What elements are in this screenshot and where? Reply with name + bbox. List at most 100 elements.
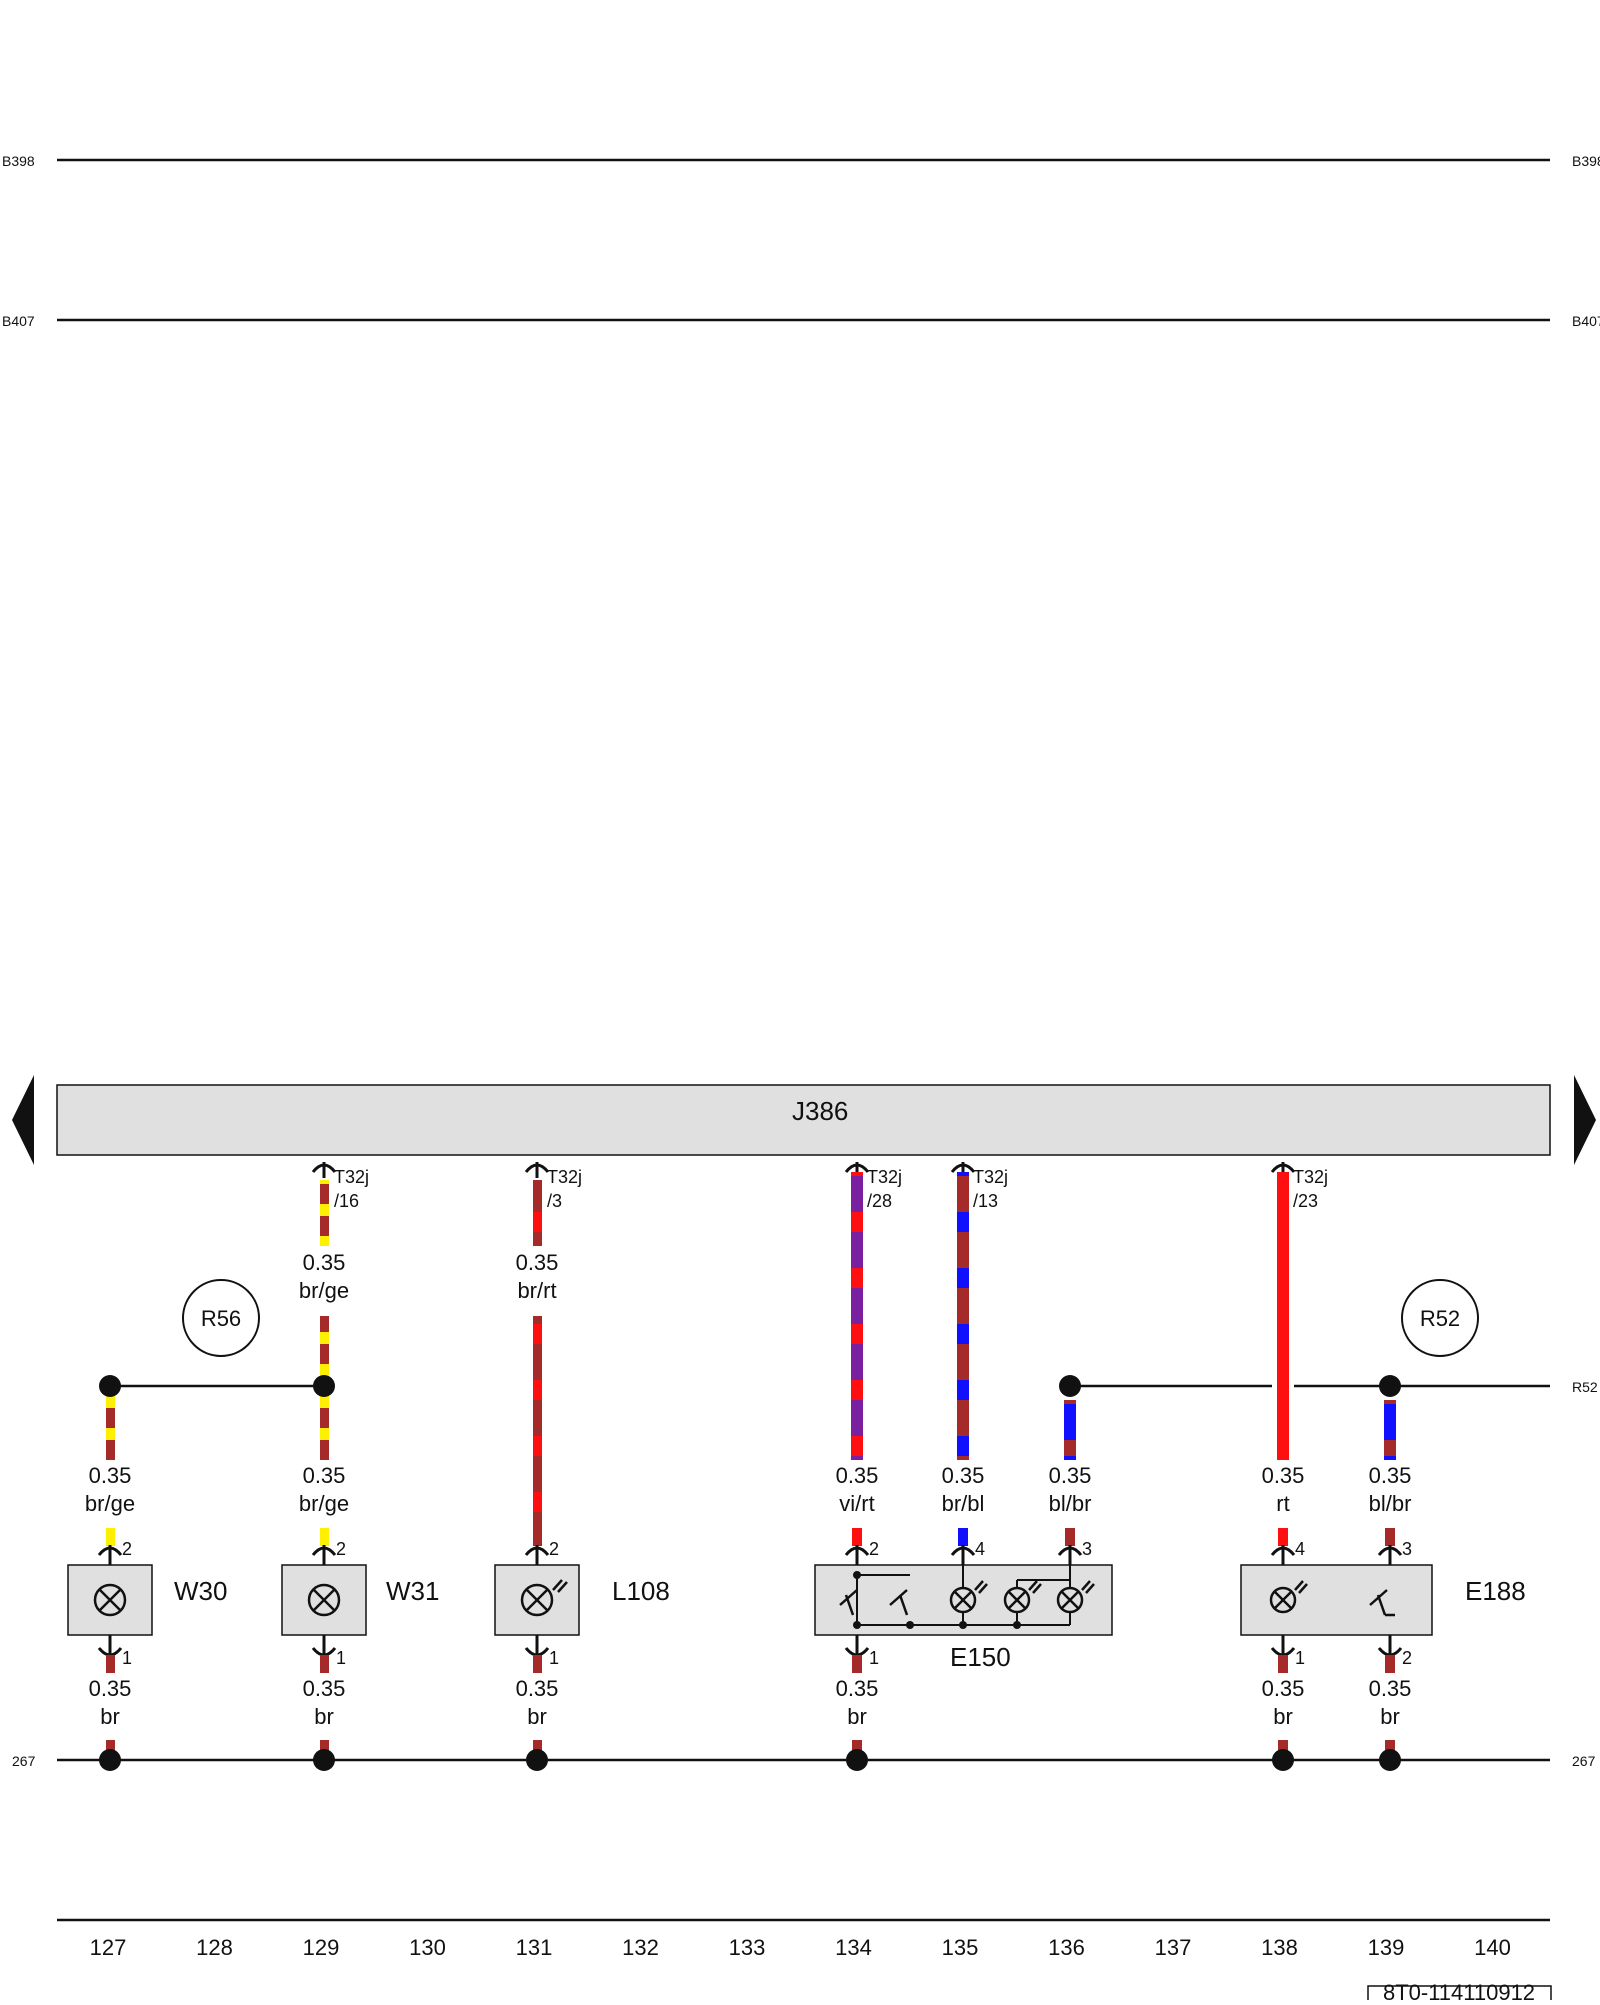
column-number: 127	[90, 1935, 127, 1960]
wire-label-color: br/rt	[517, 1278, 556, 1303]
connector-t16-pin: /16	[334, 1191, 359, 1211]
connector-t13-name: T32j	[973, 1167, 1008, 1187]
wire-136-stub[interactable]	[1065, 1528, 1075, 1546]
wire-131-lower[interactable]	[533, 1316, 542, 1546]
column-number: 131	[516, 1935, 553, 1960]
bus-b407-right-label: B407	[1572, 313, 1600, 329]
pin-number: 1	[1295, 1648, 1305, 1668]
wire-139-stub[interactable]	[1385, 1528, 1395, 1546]
wire-label-size: 0.35	[1262, 1463, 1305, 1488]
wire-label-size: 0.35	[89, 1676, 132, 1701]
wire-136[interactable]	[1064, 1400, 1076, 1460]
reference-r52-circle[interactable]	[1401, 1279, 1479, 1357]
wire-label-size: 0.35	[516, 1676, 559, 1701]
ground-wire-stub[interactable]	[852, 1655, 862, 1673]
wire-label-size: 0.35	[1049, 1463, 1092, 1488]
wire-label-size: 0.35	[303, 1250, 346, 1275]
column-number: 129	[303, 1935, 340, 1960]
wire-label-color: br	[100, 1704, 120, 1729]
wire-134[interactable]	[851, 1172, 863, 1460]
column-number: 137	[1155, 1935, 1192, 1960]
wire-label-color: bl/br	[1369, 1491, 1412, 1516]
component-e150-label: E150	[950, 1642, 1011, 1672]
component-w30-label: W30	[174, 1576, 227, 1606]
bus-b398-right-label: B398	[1572, 153, 1600, 169]
ground-bus-left-label: 267	[12, 1753, 36, 1769]
wire-label-color: vi/rt	[839, 1491, 874, 1516]
ground-bus-right-label: 267	[1572, 1753, 1596, 1769]
ground-junction-dot	[1379, 1749, 1401, 1771]
right-arrow-icon[interactable]	[1574, 1075, 1596, 1165]
wire-129-lower[interactable]	[320, 1390, 329, 1460]
connector-t32j-3	[524, 1162, 550, 1178]
lamp-with-light-icon	[949, 1565, 1095, 1625]
wire-label-color: br	[847, 1704, 867, 1729]
junction-dot-136	[1059, 1375, 1081, 1397]
column-number: 134	[835, 1935, 872, 1960]
wire-129-middle[interactable]	[320, 1316, 329, 1386]
pin-number: 1	[549, 1648, 559, 1668]
component-w31[interactable]	[281, 1564, 367, 1636]
component-e188[interactable]	[1240, 1564, 1433, 1636]
wire-127-stub[interactable]	[106, 1528, 115, 1546]
component-l108-label: L108	[612, 1576, 670, 1606]
wire-138[interactable]	[1277, 1172, 1289, 1460]
footer-code: 8T0-114110912	[1383, 1980, 1535, 2000]
column-number: 139	[1368, 1935, 1405, 1960]
junction-dot-127	[99, 1375, 121, 1397]
wire-134-stub[interactable]	[852, 1528, 862, 1546]
connector-t23-name: T32j	[1293, 1167, 1328, 1187]
wire-139[interactable]	[1384, 1400, 1396, 1460]
footer-code-box	[1367, 1985, 1552, 2005]
wire-127-lower[interactable]	[106, 1390, 115, 1460]
pin-number: 2	[549, 1539, 559, 1559]
connector-t28-pin: /28	[867, 1191, 892, 1211]
wire-label-size: 0.35	[1369, 1676, 1412, 1701]
wire-label-size: 0.35	[1262, 1676, 1305, 1701]
wire-129-stub[interactable]	[320, 1528, 329, 1546]
pin-number: 2	[122, 1539, 132, 1559]
column-number: 138	[1261, 1935, 1298, 1960]
column-number: 130	[409, 1935, 446, 1960]
pin-number: 2	[336, 1539, 346, 1559]
wire-138-stub[interactable]	[1278, 1528, 1288, 1546]
wire-129-upper[interactable]	[320, 1180, 329, 1246]
wire-label-color: br	[1273, 1704, 1293, 1729]
ground-wire-stub[interactable]	[1385, 1655, 1395, 1673]
wire-label-size: 0.35	[942, 1463, 985, 1488]
column-number: 135	[942, 1935, 979, 1960]
ground-wire-stub[interactable]	[1278, 1655, 1288, 1673]
connector-t23-pin: /23	[1293, 1191, 1318, 1211]
connector-t16-name: T32j	[334, 1167, 369, 1187]
ground-junction-dot	[526, 1749, 548, 1771]
ground-wire-stub[interactable]	[320, 1655, 329, 1673]
junction-dot-129	[313, 1375, 335, 1397]
ecu-j386-block[interactable]	[56, 1084, 1551, 1156]
wire-135[interactable]	[957, 1172, 969, 1460]
ground-junction-dot	[1272, 1749, 1294, 1771]
pin-number: 4	[1295, 1539, 1305, 1559]
pin-number: 2	[869, 1539, 879, 1559]
wire-135-stub[interactable]	[958, 1528, 968, 1546]
connector-t3-pin: /3	[547, 1191, 562, 1211]
left-arrow-icon[interactable]	[12, 1075, 34, 1165]
bus-b398-left-label: B398	[2, 153, 35, 169]
pin-number: 4	[975, 1539, 985, 1559]
column-number: 133	[729, 1935, 766, 1960]
lamp-with-light-icon	[520, 1579, 568, 1617]
ground-wire-stub[interactable]	[533, 1655, 542, 1673]
pin-number: 1	[869, 1648, 879, 1668]
wire-label-color: br	[1380, 1704, 1400, 1729]
connector-t13-pin: /13	[973, 1191, 998, 1211]
pin-number: 3	[1082, 1539, 1092, 1559]
reference-r56-circle[interactable]	[182, 1279, 260, 1357]
column-number: 136	[1048, 1935, 1085, 1960]
connector-t32j-16	[311, 1162, 337, 1178]
wire-label-color: br	[314, 1704, 334, 1729]
wire-label-color: br	[527, 1704, 547, 1729]
wire-131-upper[interactable]	[533, 1180, 542, 1246]
ground-wire-stub[interactable]	[106, 1655, 115, 1673]
component-e188-label: E188	[1465, 1576, 1526, 1606]
